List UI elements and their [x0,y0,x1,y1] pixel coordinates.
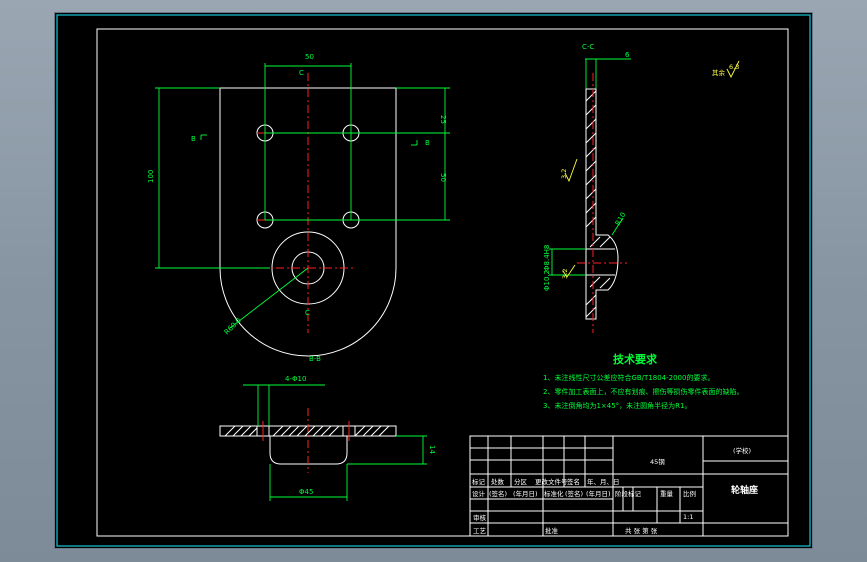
side-view-cc: C-C 6 R10 Φ8.4H8 Φ10.2 3.2 3.2 [543,43,631,333]
label-side-phi2: Φ10.2 [543,270,551,291]
label-right-lower: 50 [439,173,447,182]
rough-symbol-side-2 [562,264,576,278]
label-other-rough: 其余 [712,68,726,77]
svg-text:重量: 重量 [660,490,674,498]
svg-text:年、月、日: 年、月、日 [587,477,620,486]
svg-text:3.2: 3.2 [560,169,568,179]
svg-text:(年月日): (年月日) [586,489,611,498]
rough-symbol-side-1 [564,158,578,183]
svg-text:1:1: 1:1 [683,513,693,521]
rough-general: 其余 6.3 [712,60,740,79]
svg-text:(年月日): (年月日) [513,489,538,498]
section-hatch [224,425,390,437]
svg-text:更改文件号: 更改文件号 [535,477,568,486]
svg-text:标记: 标记 [472,477,486,486]
svg-text:阶段标记: 阶段标记 [615,489,642,498]
title-block: 45钢 (学校) 轮轴座 标记 处数 分区 更改文件号 签名 年、月、日 设计 … [469,435,789,537]
svg-text:3.2: 3.2 [561,269,569,279]
svg-text:审核: 审核 [473,513,487,522]
label-section-width: Φ45 [299,488,313,496]
drawing-canvas: 50 C C B B 25 50 100 R60.0 B-B [56,14,811,547]
tech-req-item: 3、未注倒角均为1×45°，未注圆角半径为R1。 [543,401,692,410]
label-arc-radius: R60.0 [223,316,243,336]
svg-text:签名: 签名 [567,477,580,486]
label-side-r: R10 [614,211,628,227]
tb-part-name: 轮轴座 [731,484,758,496]
svg-text:批准: 批准 [545,526,559,535]
tech-req-item: 1、未注线性尺寸公差应符合GB/T1804-2000的要求。 [543,373,714,382]
label-section-height: 14 [428,445,436,454]
label-cc: C-C [582,43,594,51]
front-view: 50 C C B B 25 50 100 R60.0 [147,53,450,357]
svg-text:比例: 比例 [683,489,696,498]
drawing-border [96,28,789,537]
label-bb: B-B [309,355,321,363]
tb-school: (学校) [733,446,751,455]
section-bb-view: B-B 4-Φ10 Φ45 14 [219,355,436,501]
cad-drawing-viewport[interactable]: 50 C C B B 25 50 100 R60.0 B-B [55,13,812,548]
label-left-height: 100 [147,170,155,183]
svg-text:工艺: 工艺 [473,527,487,535]
outer-frame [56,14,811,547]
label-section-hole: 4-Φ10 [285,375,306,383]
label-b-right: B [425,139,430,147]
label-side-top: 6 [625,51,630,59]
tech-req-title: 技术要求 [613,352,658,366]
svg-text:处数: 处数 [491,477,505,486]
label-c-bottom: C [305,309,310,317]
side-profile [585,88,619,320]
rough-symbol-general [726,60,740,79]
plate-outline [219,87,397,357]
svg-text:设计: 设计 [472,489,486,498]
tech-requirements: 技术要求 1、未注线性尺寸公差应符合GB/T1804-2000的要求。 2、零件… [543,352,743,410]
svg-text:共 张 第 张: 共 张 第 张 [625,526,658,535]
tech-req-item: 2、零件加工表面上，不应有划痕、擦伤等损伤零件表面的缺陷。 [543,387,743,396]
svg-text:分区: 分区 [514,477,528,486]
side-hatch [585,90,611,318]
label-side-phi1: Φ8.4H8 [543,245,551,271]
label-c-top: C [299,69,304,77]
label-right-upper: 25 [439,115,447,124]
svg-text:(签名): (签名) [565,489,583,498]
dim-radius-leader [229,267,309,329]
svg-text:6.3: 6.3 [729,63,739,71]
svg-text:标准化: 标准化 [544,489,564,498]
label-b-left: B [191,135,196,143]
label-top-width: 50 [305,53,314,61]
svg-text:(签名): (签名) [489,489,507,498]
tb-material: 45钢 [650,458,665,466]
